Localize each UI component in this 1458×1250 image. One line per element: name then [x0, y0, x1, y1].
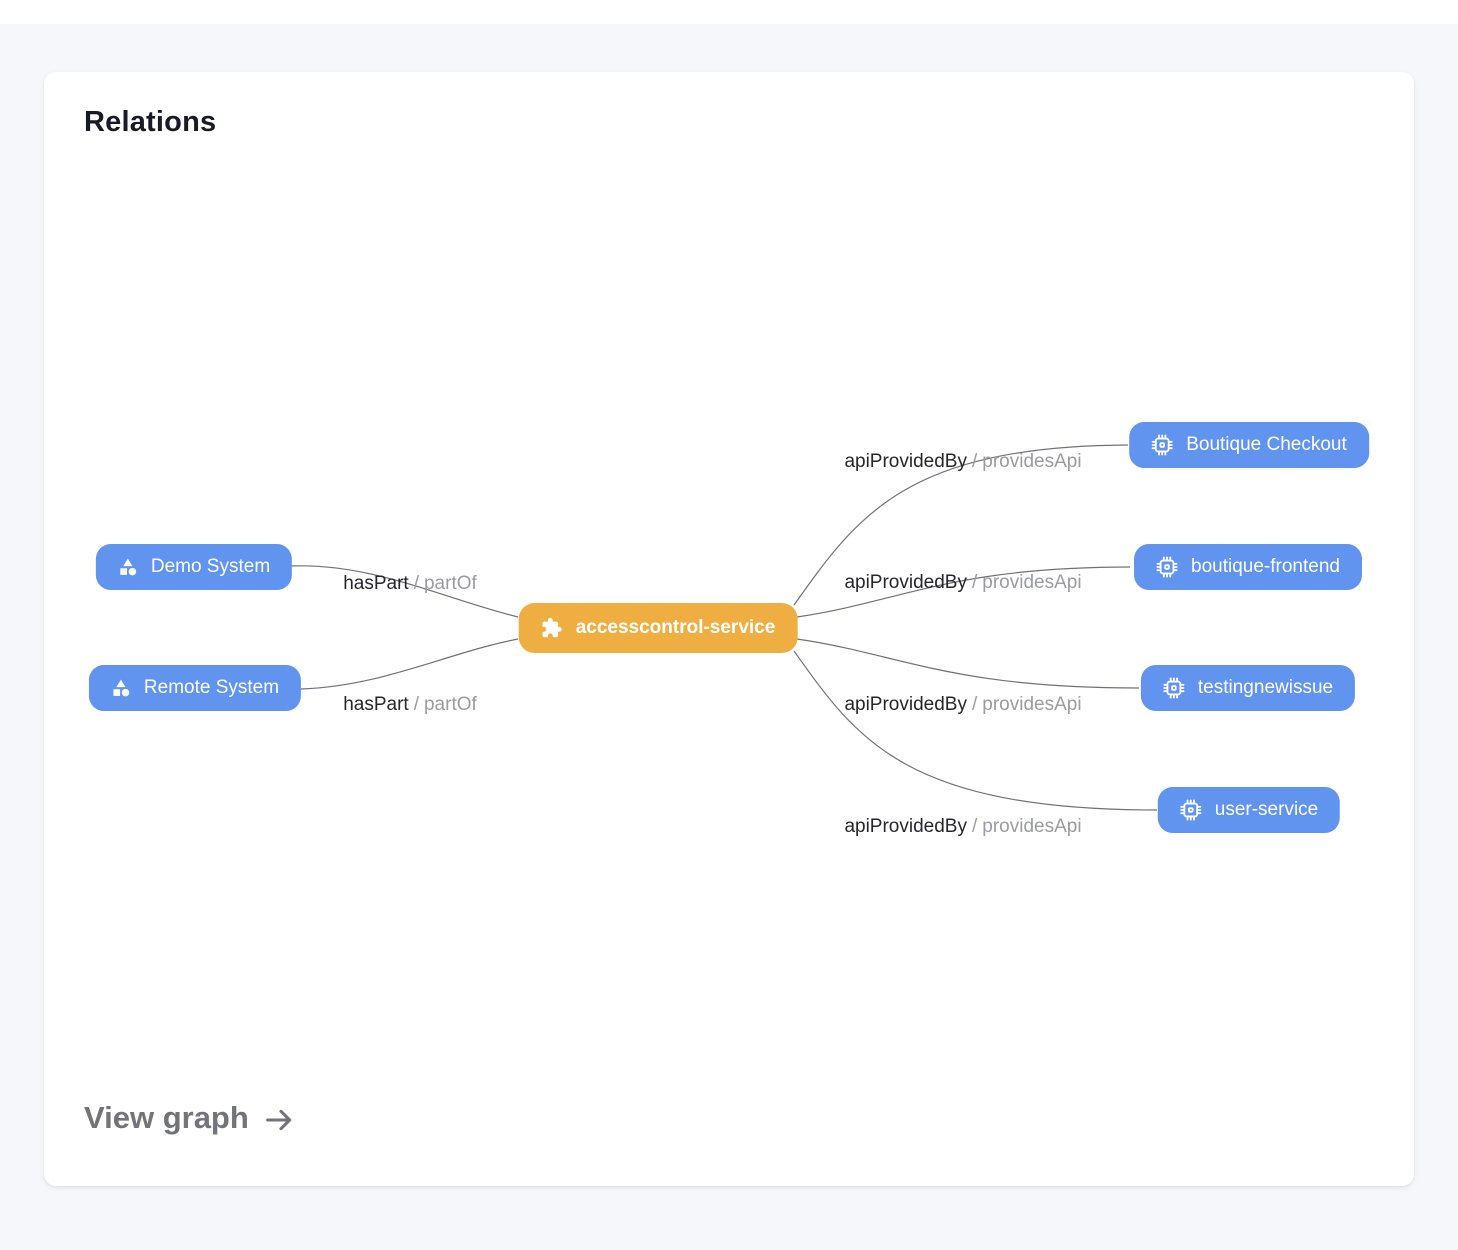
edge-boutique-frontend-apiprovidedby: [796, 566, 1131, 618]
chip-icon: [1156, 556, 1178, 578]
edge-label-boutique-frontend: apiProvidedBy/providesApi: [844, 572, 1082, 593]
relations-card: Relations Demo System Remot: [44, 72, 1414, 1186]
system-shapes-icon: [113, 679, 130, 697]
system-shapes-icon: [120, 558, 137, 576]
node-testingnewissue[interactable]: testingnewissue: [1140, 665, 1356, 711]
node-accesscontrol-service[interactable]: accesscontrol-service: [518, 603, 798, 653]
edge-remote-system-haspart: [300, 638, 519, 690]
edge-label-boutique-checkout: apiProvidedBy/providesApi: [844, 451, 1082, 472]
view-graph-label: View graph: [84, 1100, 249, 1135]
puzzle-piece-icon: [542, 617, 562, 638]
relations-graph: Demo System Remote System accesscontrol-…: [44, 72, 1414, 1186]
edge-lines: [290, 444, 1158, 811]
node-demo-system[interactable]: Demo System: [95, 544, 293, 590]
edge-testingnewissue-apiprovidedby: [796, 638, 1140, 689]
edge-boutique-checkout-apiprovidedby: [793, 444, 1129, 606]
edge-label-user-service: apiProvidedBy/providesApi: [844, 816, 1082, 837]
arrow-right-icon: [265, 1109, 292, 1130]
edge-user-service-apiprovidedby: [793, 650, 1158, 811]
node-user-service[interactable]: user-service: [1157, 787, 1341, 833]
edge-label-testingnewissue: apiProvidedBy/providesApi: [844, 694, 1082, 715]
chip-icon: [1180, 799, 1202, 821]
node-label: accesscontrol-service: [575, 617, 776, 638]
node-label: testingnewissue: [1197, 677, 1334, 698]
node-label: Boutique Checkout: [1186, 434, 1347, 455]
edge-label-remote-system: hasPart/partOf: [343, 694, 477, 715]
node-boutique-frontend[interactable]: boutique-frontend: [1134, 544, 1362, 590]
view-graph-link[interactable]: View graph: [84, 1100, 295, 1136]
node-boutique-checkout[interactable]: Boutique Checkout: [1129, 422, 1369, 468]
node-label: Remote System: [143, 677, 280, 698]
card-title: Relations: [84, 106, 217, 138]
node-label: boutique-frontend: [1191, 556, 1340, 577]
node-label: Demo System: [150, 556, 271, 577]
chip-icon: [1163, 677, 1185, 699]
edge-demo-system-haspart: [290, 565, 519, 618]
node-label: user-service: [1214, 799, 1319, 820]
edge-label-demo-system: hasPart/partOf: [343, 573, 477, 594]
chip-icon: [1151, 434, 1173, 456]
node-remote-system[interactable]: Remote System: [88, 665, 302, 711]
